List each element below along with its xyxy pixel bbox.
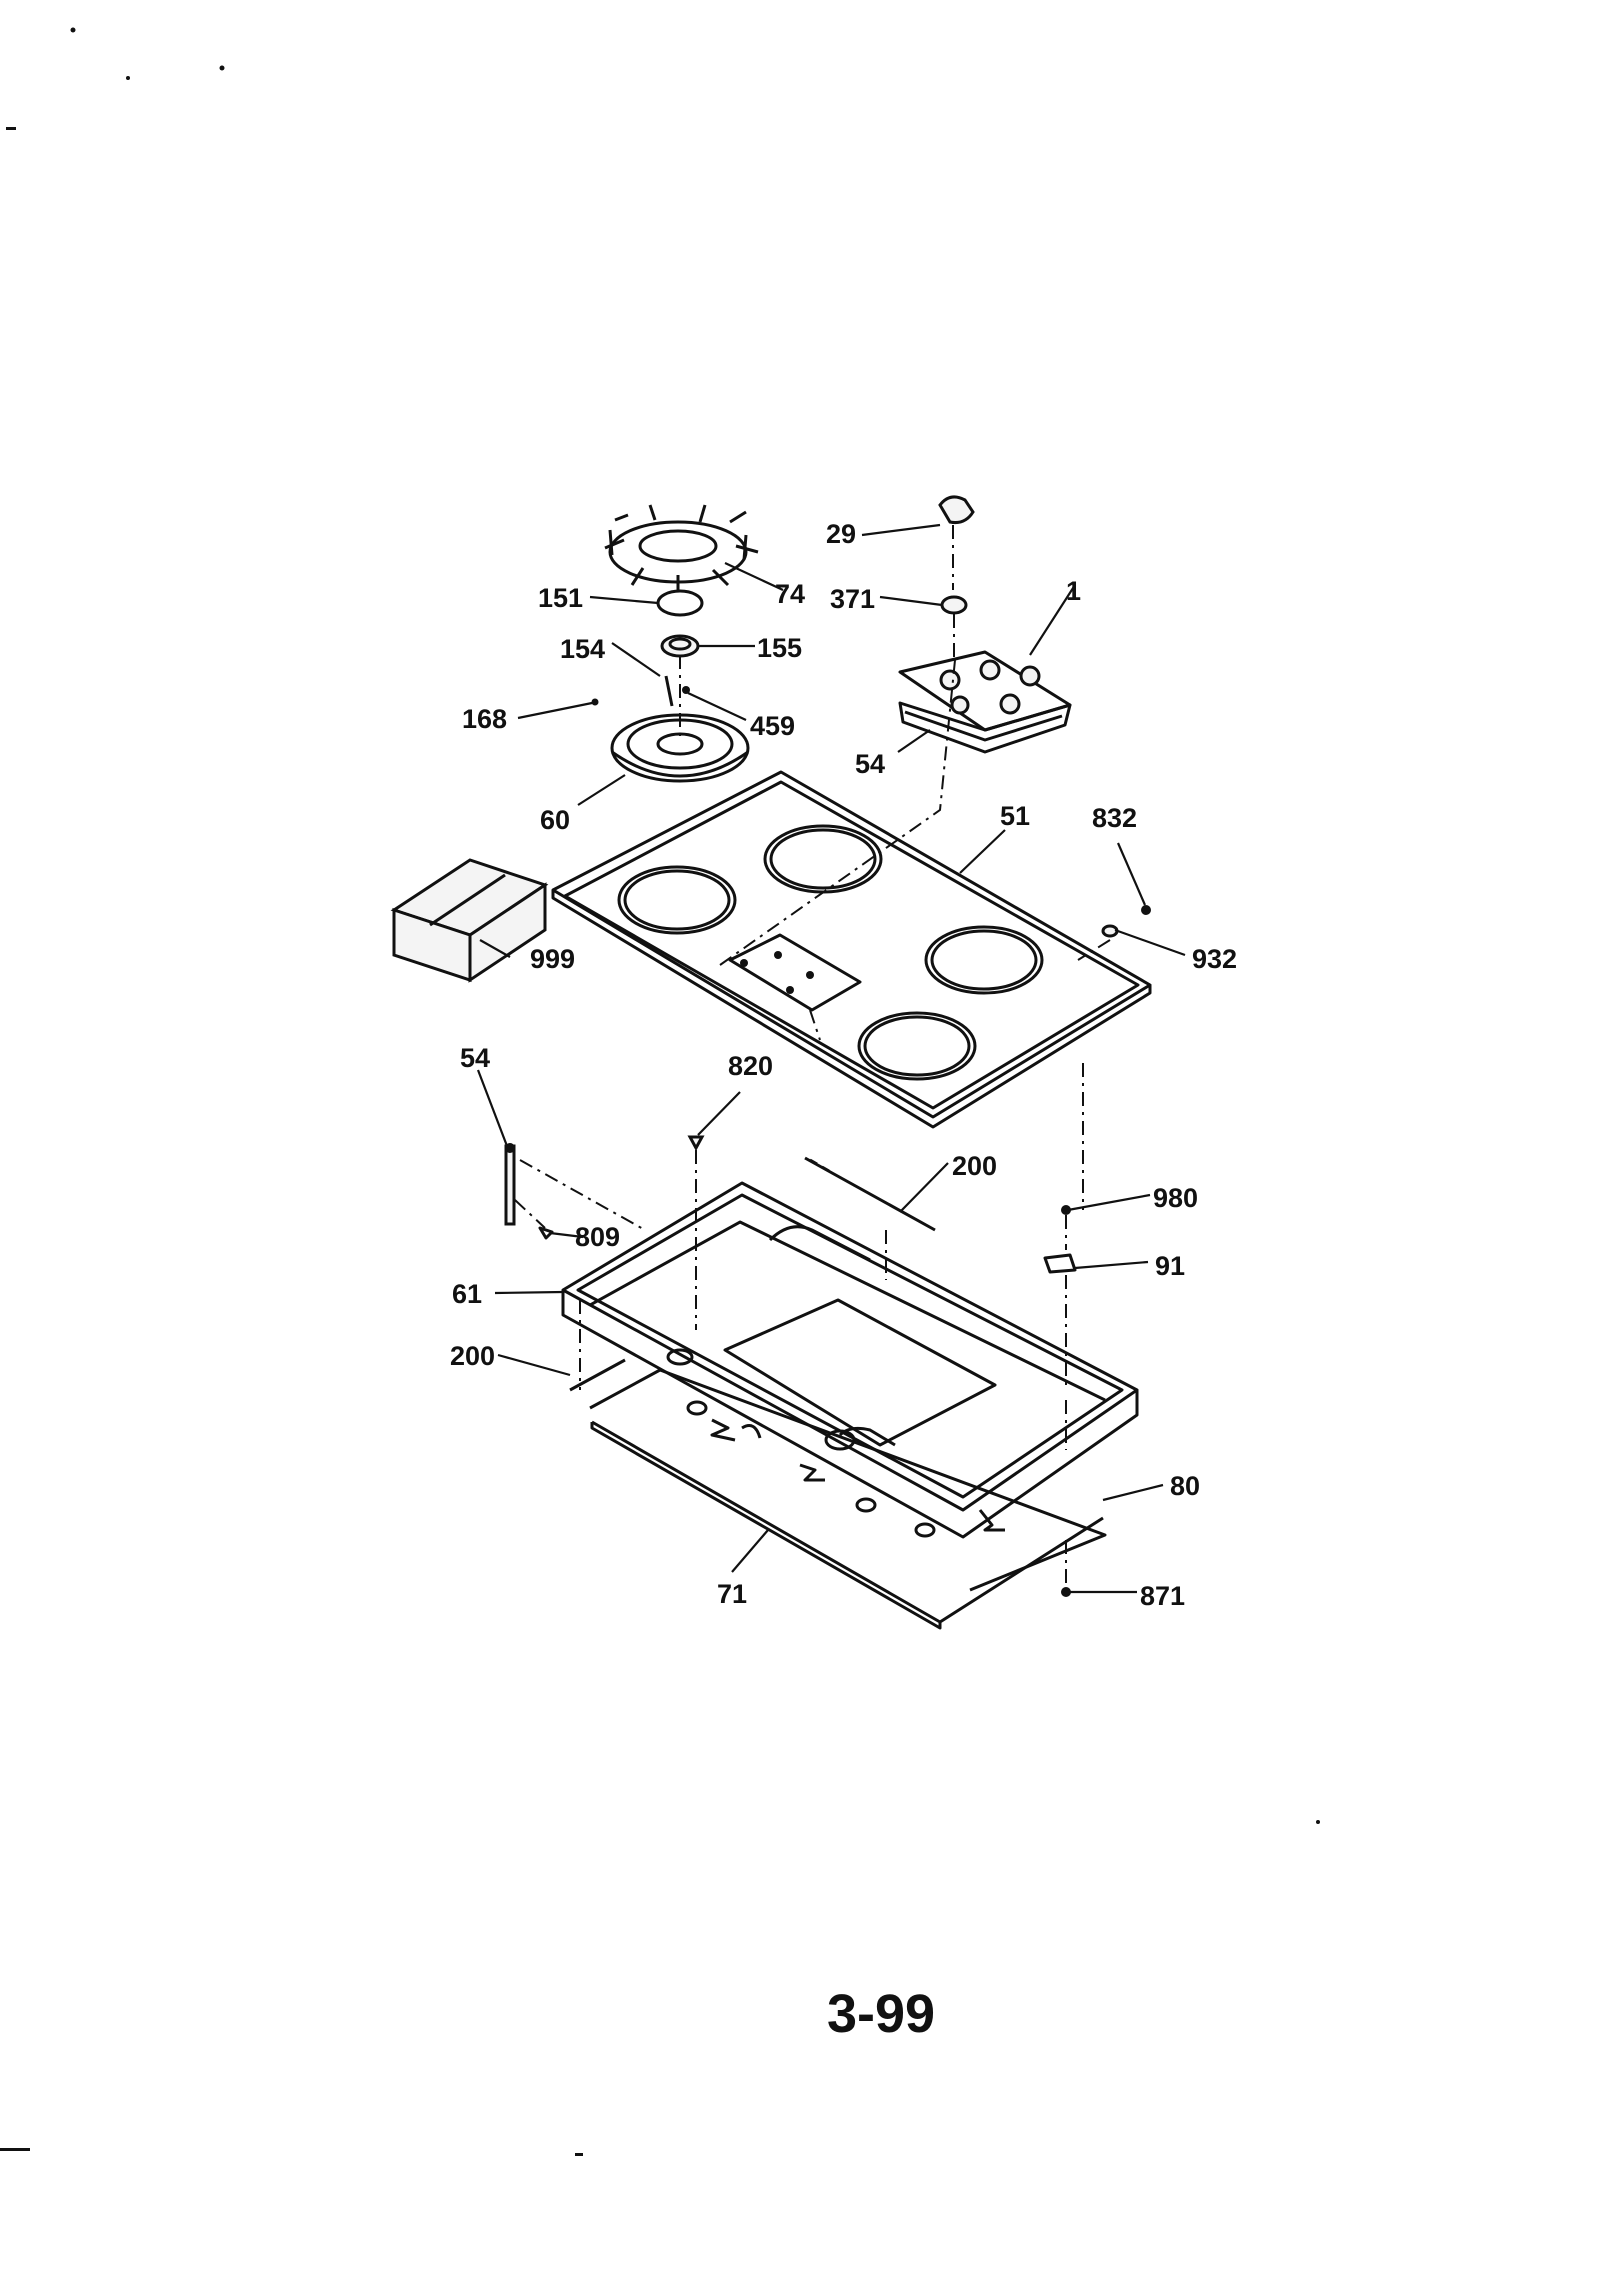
- cooktop-glass: [551, 659, 1152, 1129]
- control-knob: [938, 495, 975, 590]
- label-371: 371: [830, 584, 875, 614]
- label-54-top: 54: [855, 749, 885, 779]
- burner-grate: [604, 504, 759, 592]
- gasket-strip-top: [804, 1156, 936, 1232]
- label-155: 155: [757, 633, 802, 663]
- label-820: 820: [728, 1051, 773, 1081]
- gasket-strip-bottom: [569, 1358, 626, 1392]
- label-54-side: 54: [460, 1043, 490, 1073]
- leader-lines: [476, 523, 1186, 1594]
- label-61: 61: [452, 1279, 482, 1309]
- label-71: 71: [717, 1579, 747, 1609]
- label-168: 168: [462, 704, 507, 734]
- scan-specks: [0, 27, 1320, 2156]
- label-74: 74: [775, 579, 805, 609]
- burner-seal-ring: [656, 589, 704, 617]
- retainer-bracket: [1043, 1063, 1084, 1390]
- label-200-bottom: 200: [450, 1341, 495, 1371]
- label-1: 1: [1066, 576, 1081, 606]
- cooktop-chassis: [561, 1181, 1139, 1539]
- label-29: 29: [826, 519, 856, 549]
- heat-shield: [589, 1368, 1107, 1592]
- alignment-lines: [579, 1230, 1067, 1450]
- label-200-top: 200: [952, 1151, 997, 1181]
- label-91: 91: [1155, 1251, 1185, 1281]
- label-932: 932: [1192, 944, 1237, 974]
- page-number: 3-99: [827, 1984, 935, 2044]
- label-154: 154: [560, 634, 605, 664]
- orifice-and-screw: [664, 655, 690, 740]
- component-box: [390, 858, 549, 983]
- label-832: 832: [1092, 803, 1137, 833]
- burner-cap: [660, 634, 700, 658]
- mounting-screw: [1077, 905, 1151, 961]
- screw-871: [1061, 1540, 1071, 1597]
- label-980: 980: [1153, 1183, 1198, 1213]
- burner-base: [610, 713, 750, 783]
- label-51: 51: [1000, 801, 1030, 831]
- label-80: 80: [1170, 1471, 1200, 1501]
- knob-bezel: [940, 595, 968, 615]
- label-459: 459: [750, 711, 795, 741]
- side-bracket: [504, 1143, 646, 1240]
- control-panel: [898, 650, 1072, 754]
- screw-820: [687, 1135, 705, 1330]
- bottom-panel: [590, 1400, 1104, 1630]
- part-labels: 29 74 371 1 151 154 155 168 459 54 60 51…: [450, 519, 1237, 1611]
- label-871: 871: [1140, 1581, 1185, 1611]
- label-809: 809: [575, 1222, 620, 1252]
- label-999: 999: [530, 944, 575, 974]
- label-60: 60: [540, 805, 570, 835]
- label-151: 151: [538, 583, 583, 613]
- screw-168: [591, 698, 599, 706]
